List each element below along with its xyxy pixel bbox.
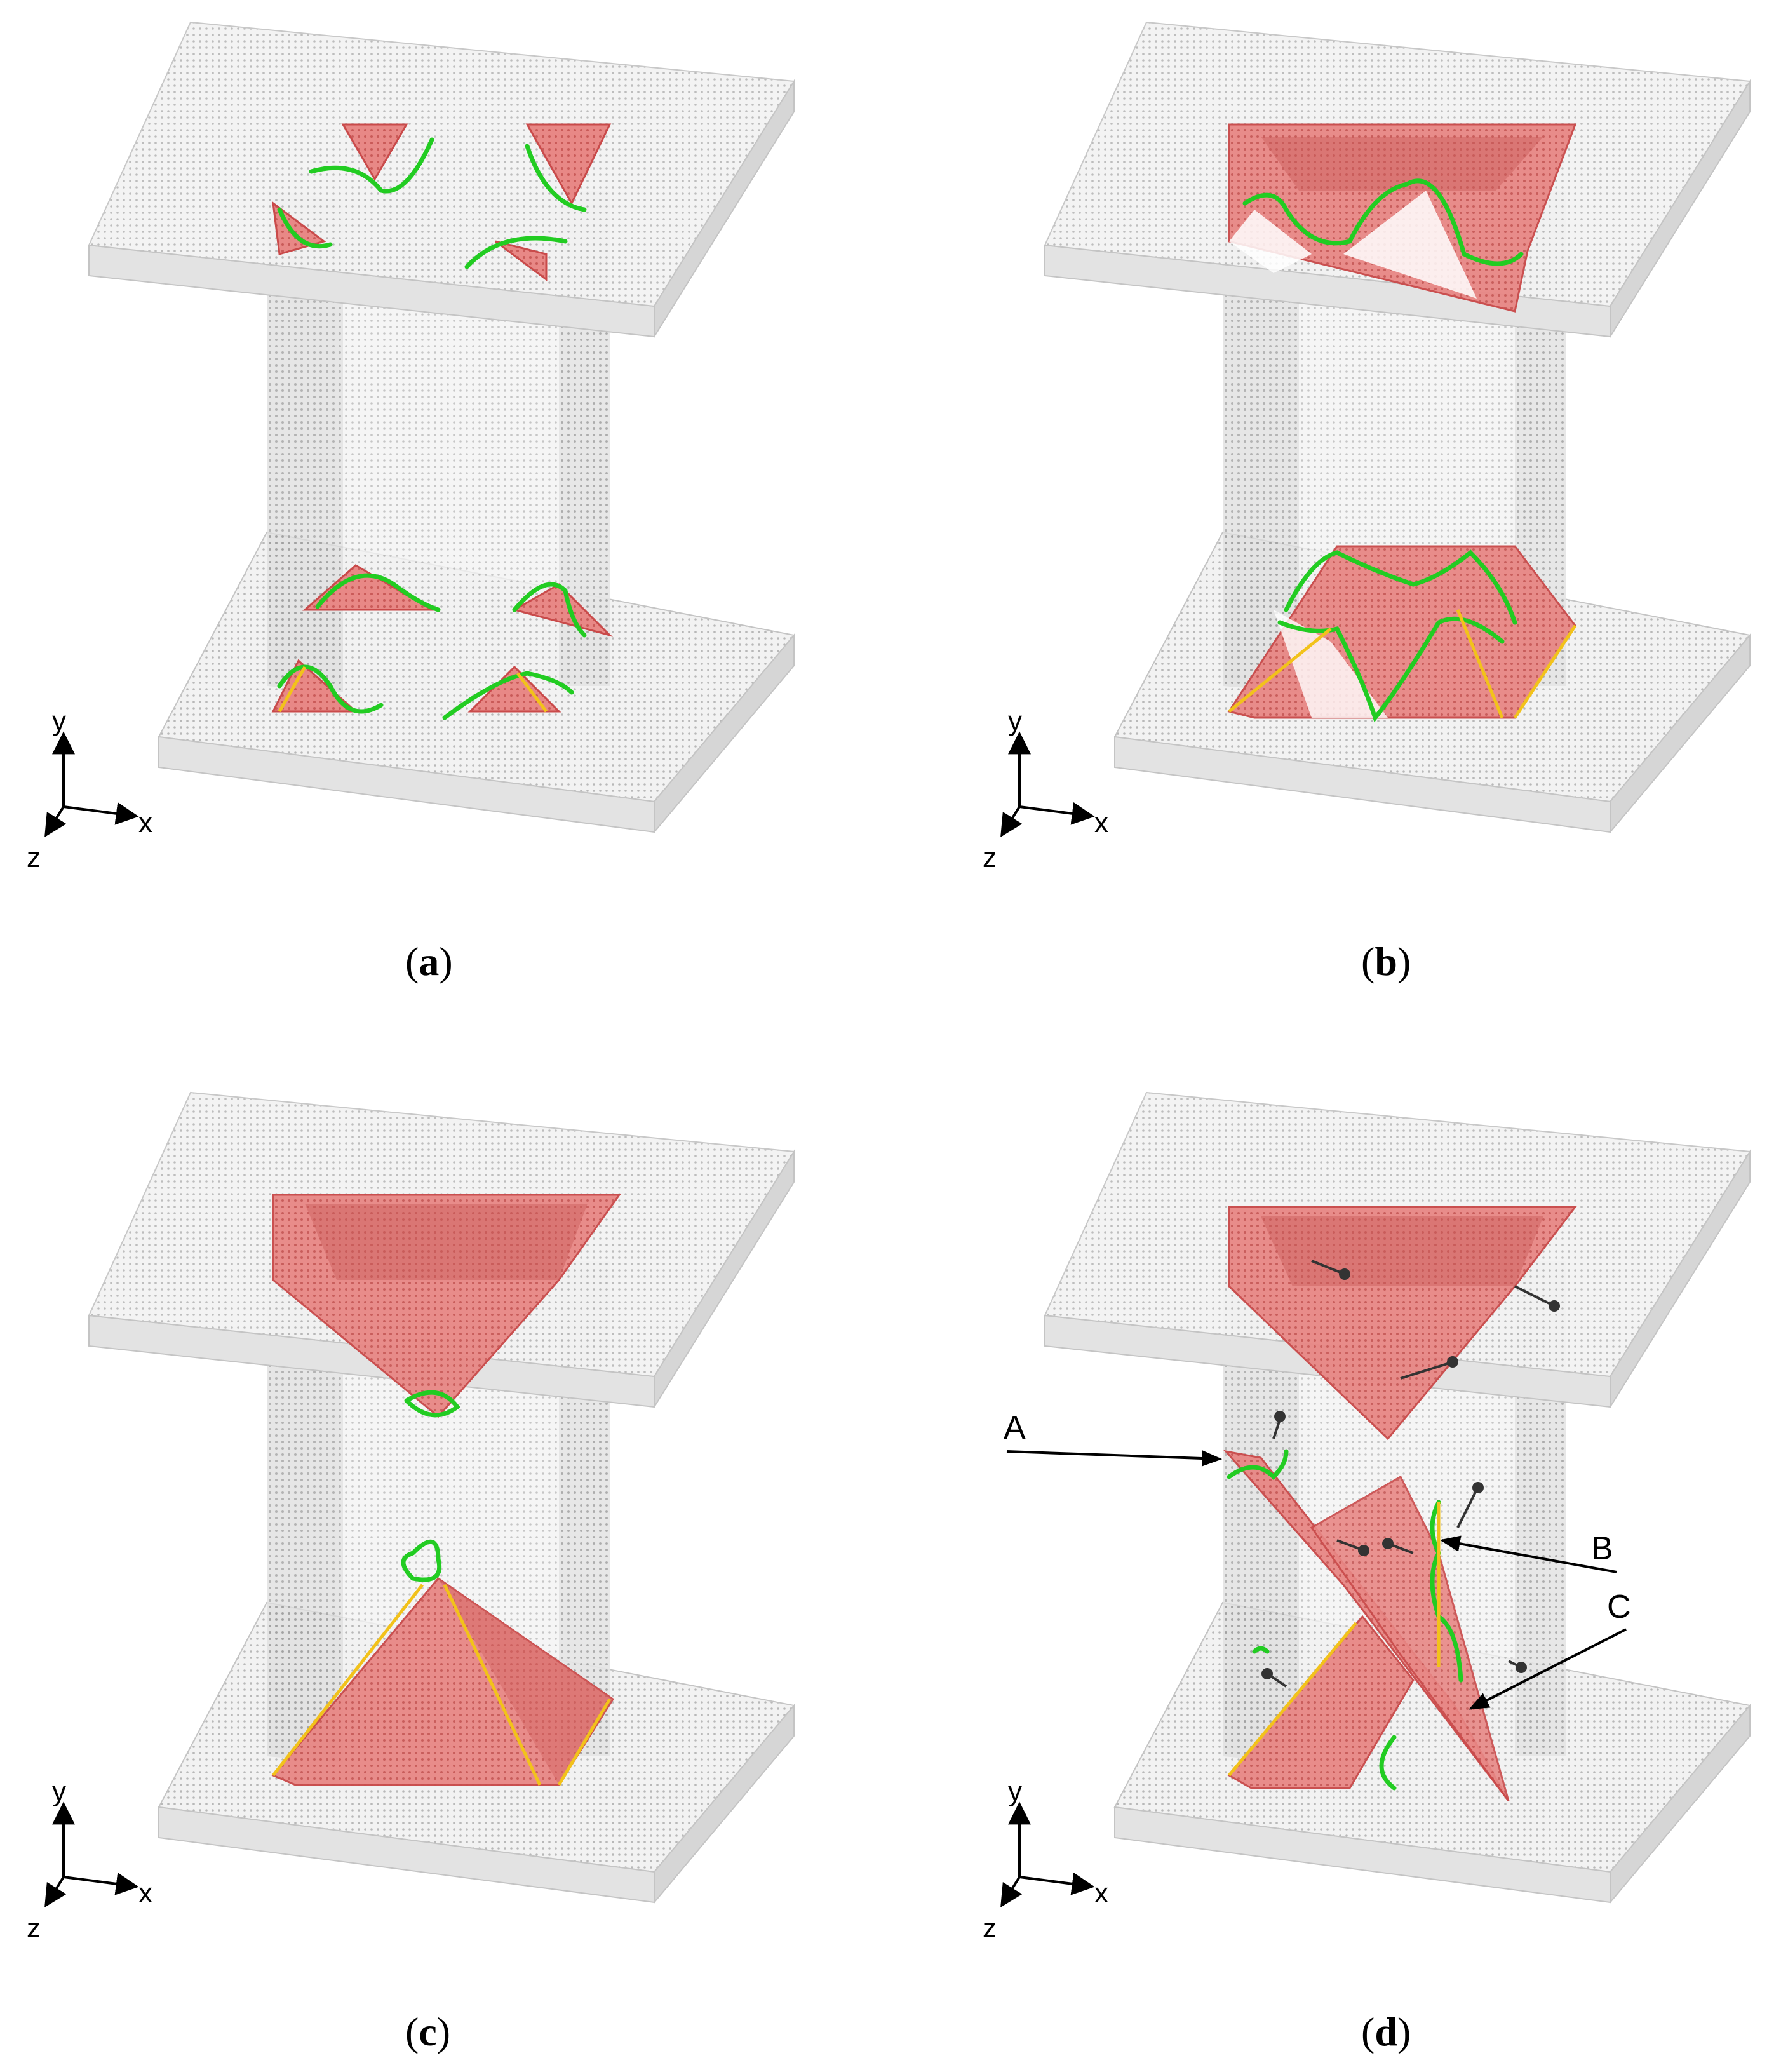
panel-caption-d: (d): [1361, 2009, 1411, 2054]
panel-b: y x z (b): [983, 22, 1751, 984]
crack-lines: [1227, 1449, 1463, 1791]
axis-triad-d: [1002, 1804, 1092, 1906]
axis-triad-a: [46, 734, 137, 835]
axis-label-z: z: [27, 1913, 41, 1944]
crack-lines-top: [404, 1390, 460, 1418]
panel-caption-b: (b): [1361, 939, 1411, 984]
annotation-c: C: [1469, 1589, 1631, 1710]
annotation-b: B: [1439, 1530, 1617, 1573]
shell-fragment-diagonal: [1223, 1450, 1510, 1801]
panel-c: y x z (c): [27, 1092, 795, 2054]
axis-label-y: y: [1008, 706, 1022, 737]
yellow-edges: [272, 1584, 612, 1786]
axis-label-x: x: [1094, 807, 1108, 838]
axis-label-z: z: [27, 842, 41, 873]
panel-caption-a: (a): [405, 939, 453, 984]
shell-bottom-pyramid: [1227, 545, 1576, 719]
panel-d: A B C y x z (d): [983, 1092, 1751, 2054]
axis-label-y: y: [52, 1776, 66, 1807]
panel-caption-c: (c): [405, 2009, 450, 2054]
annotation-label-a: A: [1004, 1409, 1026, 1446]
axis-label-x: x: [1094, 1878, 1108, 1909]
crack-lines-top: [1242, 178, 1524, 266]
axis-triad-c: [46, 1804, 137, 1906]
shell-top-inverted-pyramid: [272, 1194, 621, 1418]
shell-fragments-top: [272, 123, 612, 281]
yellow-edges: [1228, 609, 1577, 719]
annotation-a: A: [1004, 1409, 1223, 1467]
annotation-label-c: C: [1607, 1589, 1631, 1625]
axis-label-y: y: [1008, 1776, 1022, 1807]
axis-label-x: x: [138, 807, 152, 838]
crack-lines-bottom: [401, 1539, 441, 1582]
axis-label-z: z: [983, 842, 997, 873]
yellow-edges: [1228, 1502, 1441, 1777]
dark-markers: [1261, 1260, 1560, 1688]
crack-lines-bottom: [277, 573, 587, 720]
annotation-label-b: B: [1591, 1530, 1613, 1567]
yellow-edges: [278, 666, 548, 713]
axis-label-z: z: [983, 1913, 997, 1944]
axis-label-y: y: [52, 706, 66, 737]
shell-fragments-bottom: [271, 564, 614, 713]
crack-lines-top: [277, 137, 587, 269]
panel-a: y x z (a): [27, 22, 795, 984]
axis-triad-b: [1002, 734, 1092, 835]
axis-label-x: x: [138, 1878, 152, 1909]
